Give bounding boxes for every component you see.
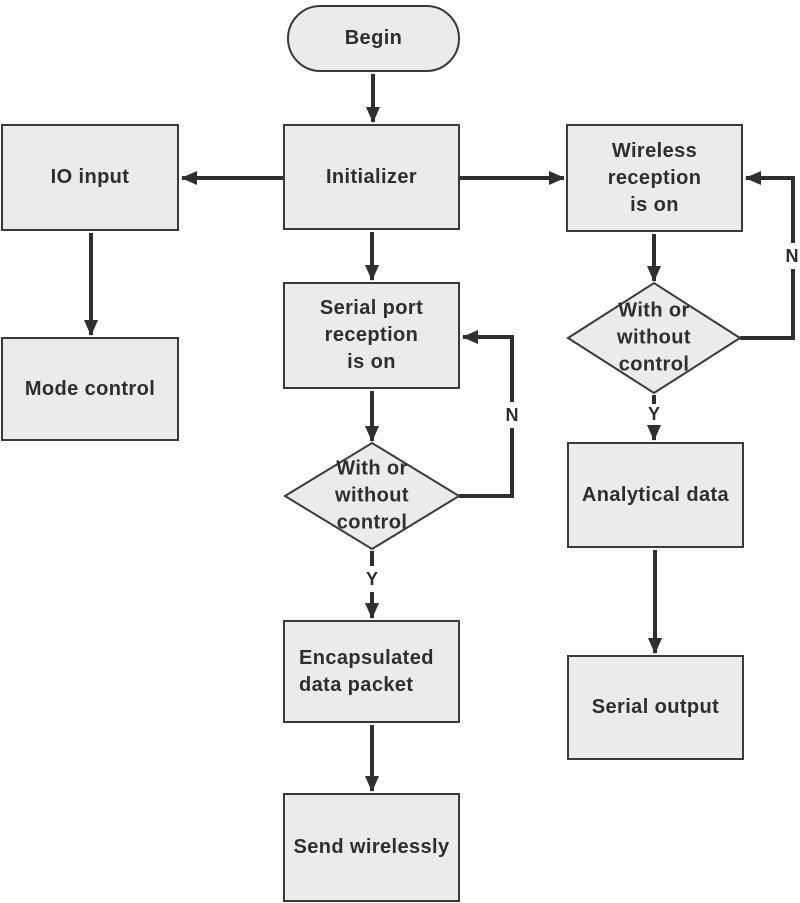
node-wireless-reception: Wireless reception is on <box>566 124 743 232</box>
node-serial-port-reception: Serial port reception is on <box>283 282 460 389</box>
arrow-right-decision-no-loop <box>740 171 795 340</box>
decision-center-label: With or without control <box>335 457 409 534</box>
decision-right-label: With or without control <box>617 299 691 376</box>
node-send-wirelessly: Send wirelessly <box>283 793 460 902</box>
arrow-center-decision-no-loop <box>459 330 514 498</box>
decision-with-without-control-right <box>566 281 742 395</box>
node-io-input: IO input <box>1 124 179 231</box>
branch-label-center-yes: Y <box>363 569 381 589</box>
node-initializer: Initializer <box>283 124 460 230</box>
decision-with-without-control-center <box>283 441 461 551</box>
node-encapsulated-data-packet: Encapsulated data packet <box>283 620 460 723</box>
branch-label-center-no: N <box>503 405 521 425</box>
branch-label-right-no: N <box>783 246 800 266</box>
node-mode-control: Mode control <box>1 337 179 441</box>
node-serial-output: Serial output <box>567 655 744 760</box>
node-begin: Begin <box>287 5 460 72</box>
branch-label-right-yes: Y <box>645 404 663 424</box>
node-analytical-data: Analytical data <box>567 442 744 548</box>
